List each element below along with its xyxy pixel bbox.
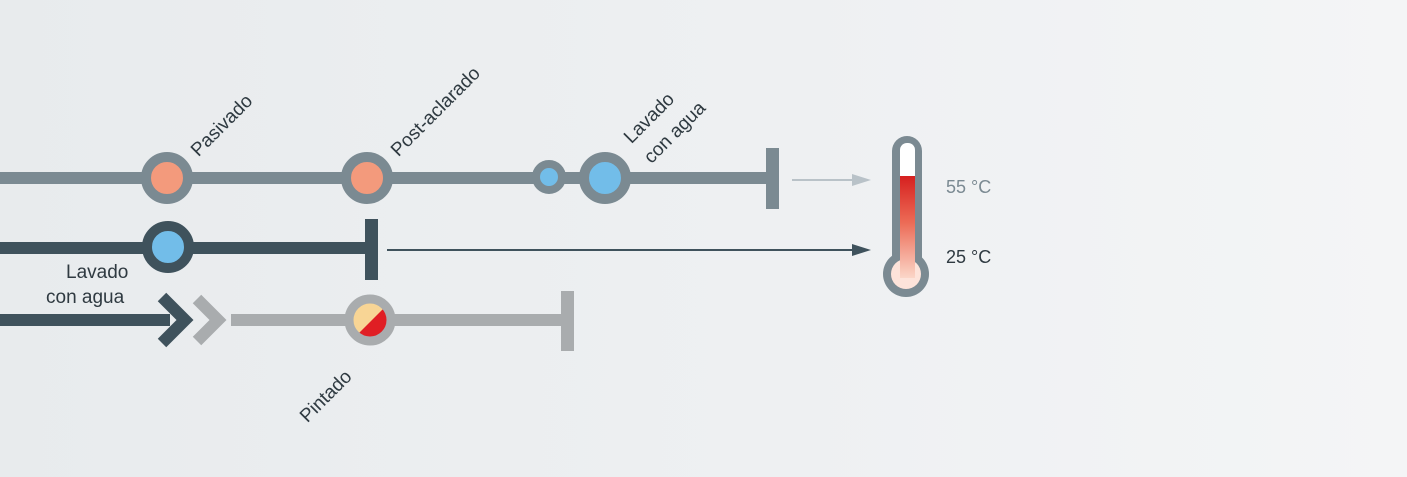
node-lavado-small <box>532 160 566 194</box>
middle-line-end-cap <box>365 219 378 280</box>
node-lavado-top <box>579 152 631 204</box>
chevron-dark-icon <box>157 292 194 348</box>
arrow-head-dark <box>852 244 871 256</box>
middle-process-line <box>0 219 378 280</box>
temperature-low-label: 25 °C <box>946 247 992 267</box>
top-process-line <box>0 148 779 209</box>
label-lavado-middle-line2: con agua <box>46 287 125 308</box>
thermometer-icon <box>883 136 929 297</box>
paint-node-ring <box>344 294 396 346</box>
chevron-light-icon <box>192 294 227 346</box>
arrow-to-55 <box>792 174 871 186</box>
node-pasivado <box>141 152 193 204</box>
thermometer-mercury <box>900 176 915 278</box>
label-lavado-middle-line1: Lavado <box>66 262 129 283</box>
arrow-head-light <box>852 174 871 186</box>
node-pintado <box>344 294 396 346</box>
node-post-aclarado <box>341 152 393 204</box>
bottom-line-end-cap <box>561 291 574 351</box>
arrow-to-25 <box>387 244 871 256</box>
temperature-high-label: 55 °C <box>946 177 992 197</box>
bottom-process-line <box>0 291 574 351</box>
node-lavado-middle <box>142 221 194 273</box>
top-line-end-cap <box>766 148 779 209</box>
